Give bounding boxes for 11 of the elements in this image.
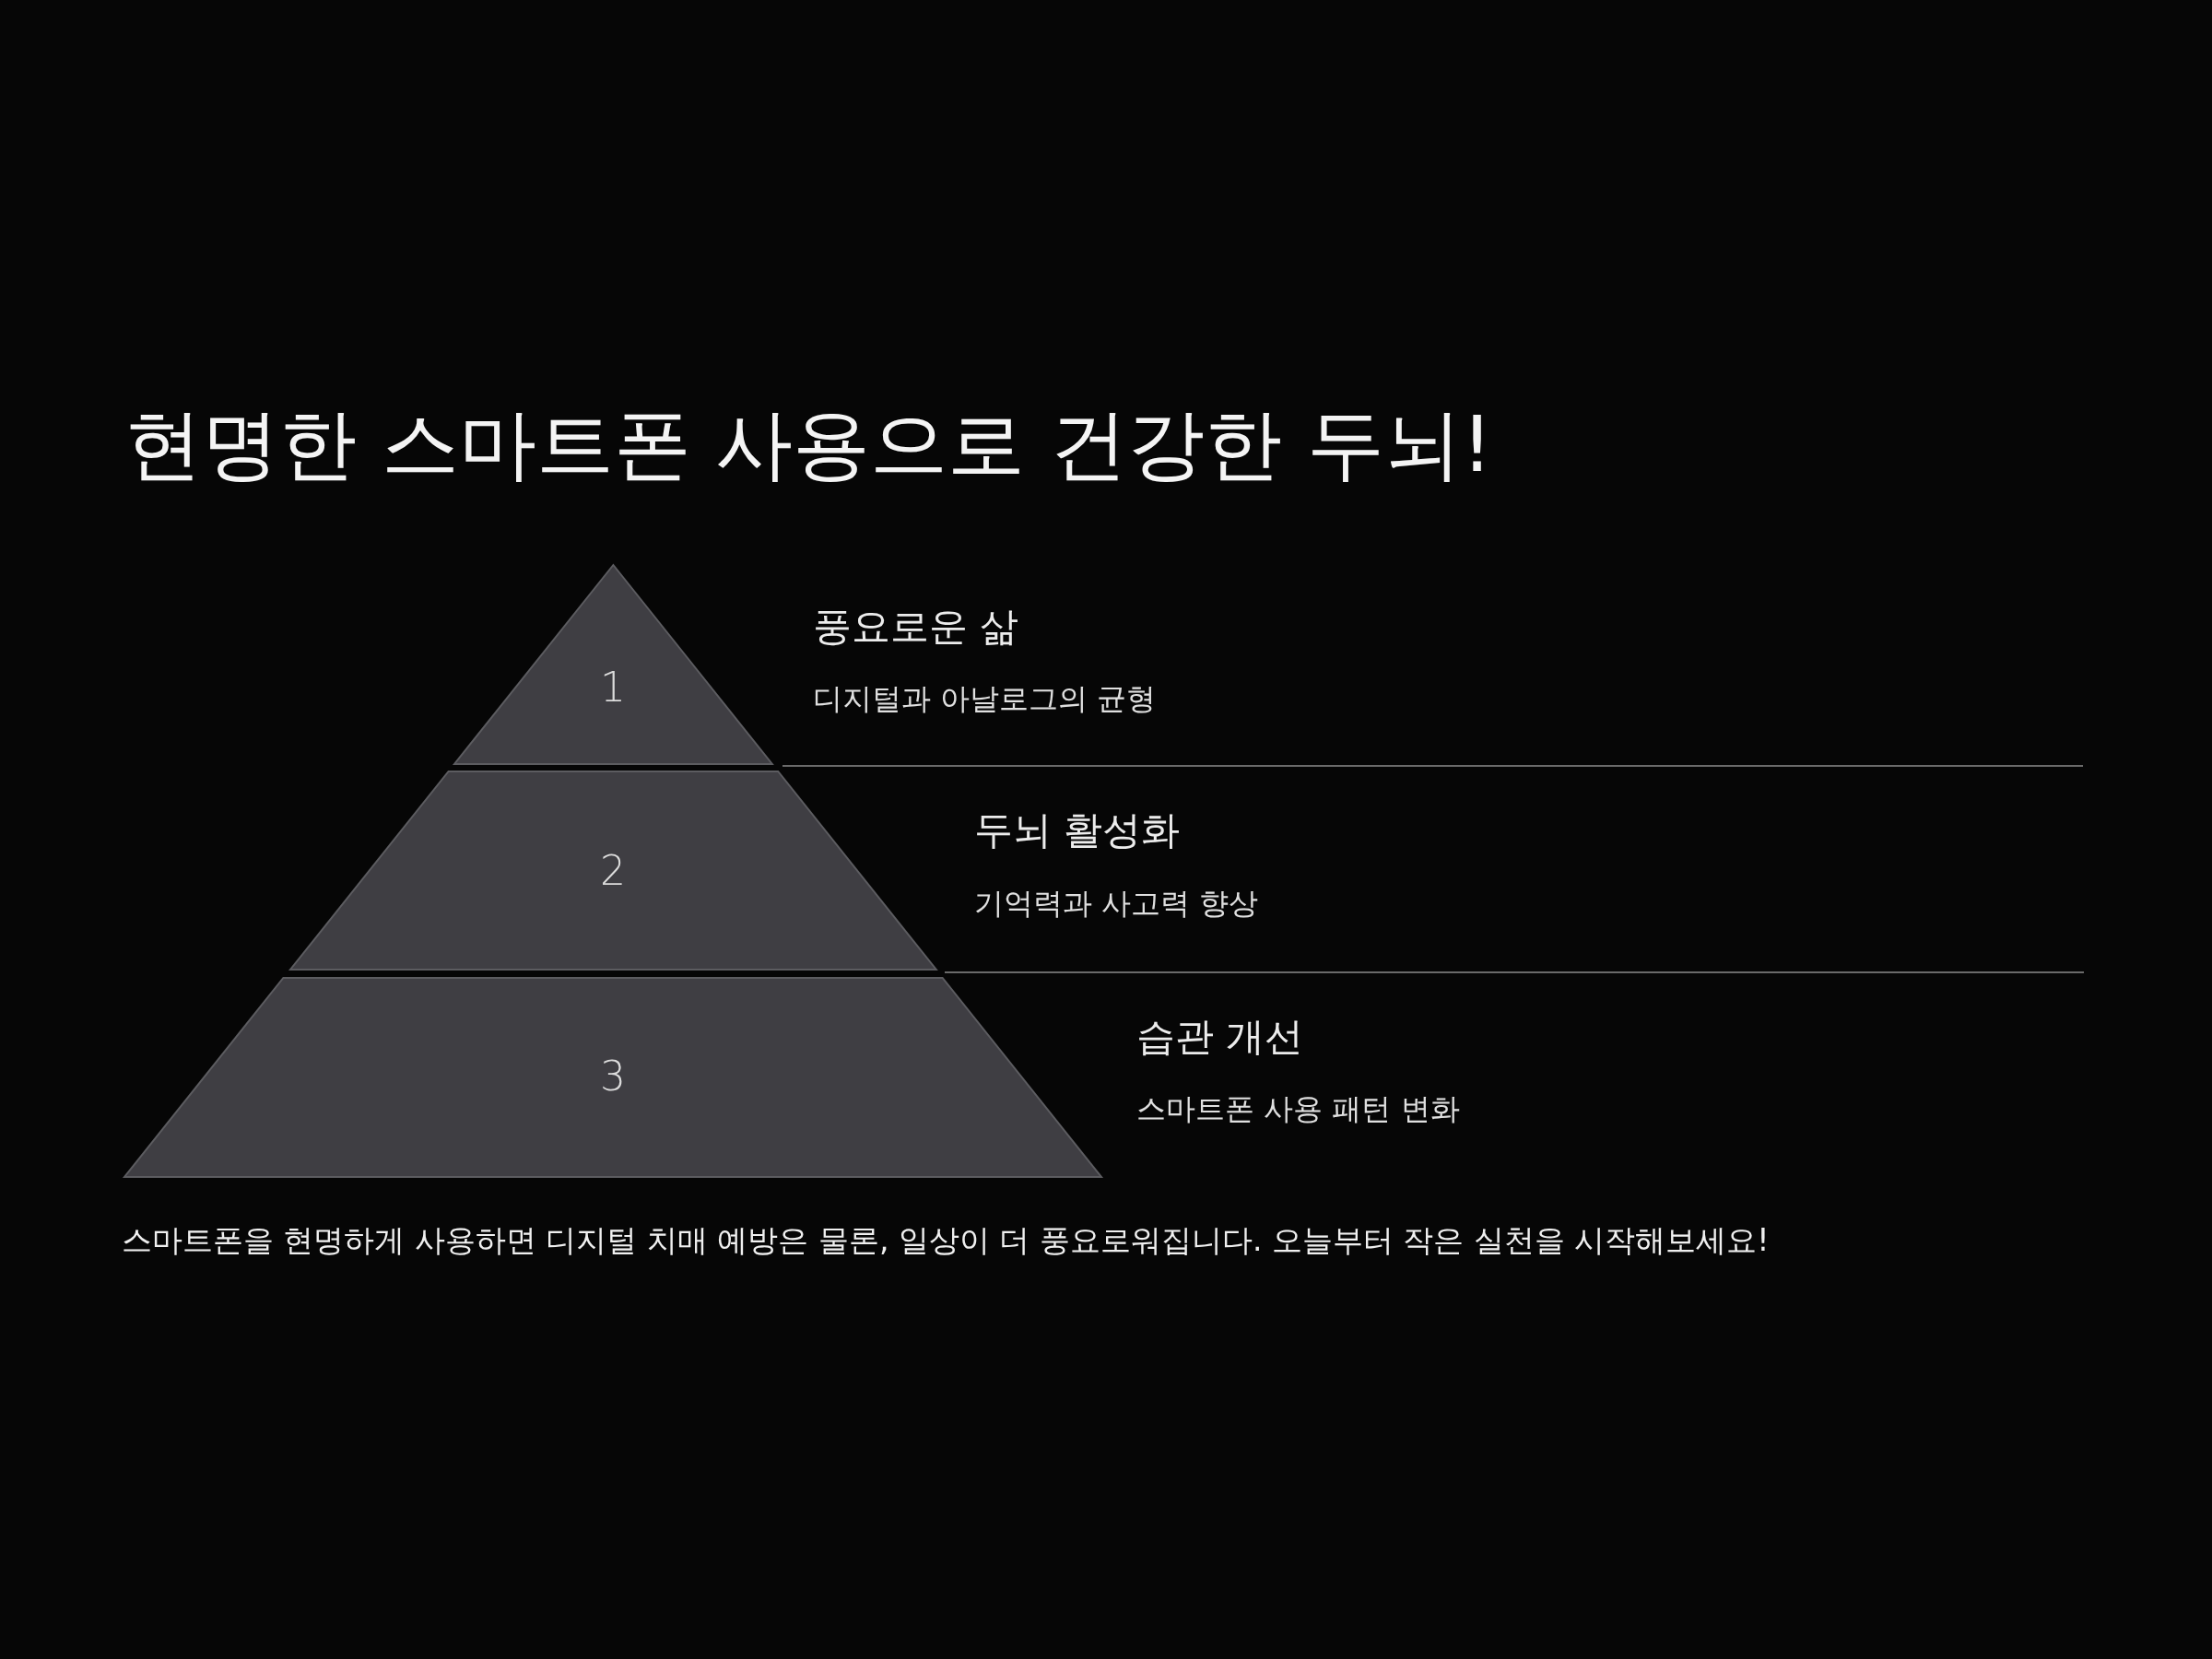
tier-heading: 두뇌 활성화 xyxy=(974,807,1181,854)
caption: 스마트폰을 현명하게 사용하면 디지털 치매 예방은 물론, 일상이 더 풍요로워집니다. 오늘부터 작은 실천을 시작해보세요! xyxy=(122,1222,1770,1259)
tier-heading: 풍요로운 삶 xyxy=(813,604,1019,651)
tier-description: 디지털과 아날로그의 균형 xyxy=(813,681,1157,717)
tier-description: 스마트폰 사용 패턴 변화 xyxy=(1136,1091,1460,1127)
tier-number: 3 xyxy=(600,1052,626,1101)
tier-number: 1 xyxy=(600,663,626,712)
title: 현명한 스마트폰 사용으로 건강한 두뇌! xyxy=(124,398,1493,491)
tier-heading: 습관 개선 xyxy=(1136,1014,1304,1061)
tier-description: 기억력과 사고력 향상 xyxy=(974,886,1259,922)
tier-number: 2 xyxy=(600,846,626,896)
